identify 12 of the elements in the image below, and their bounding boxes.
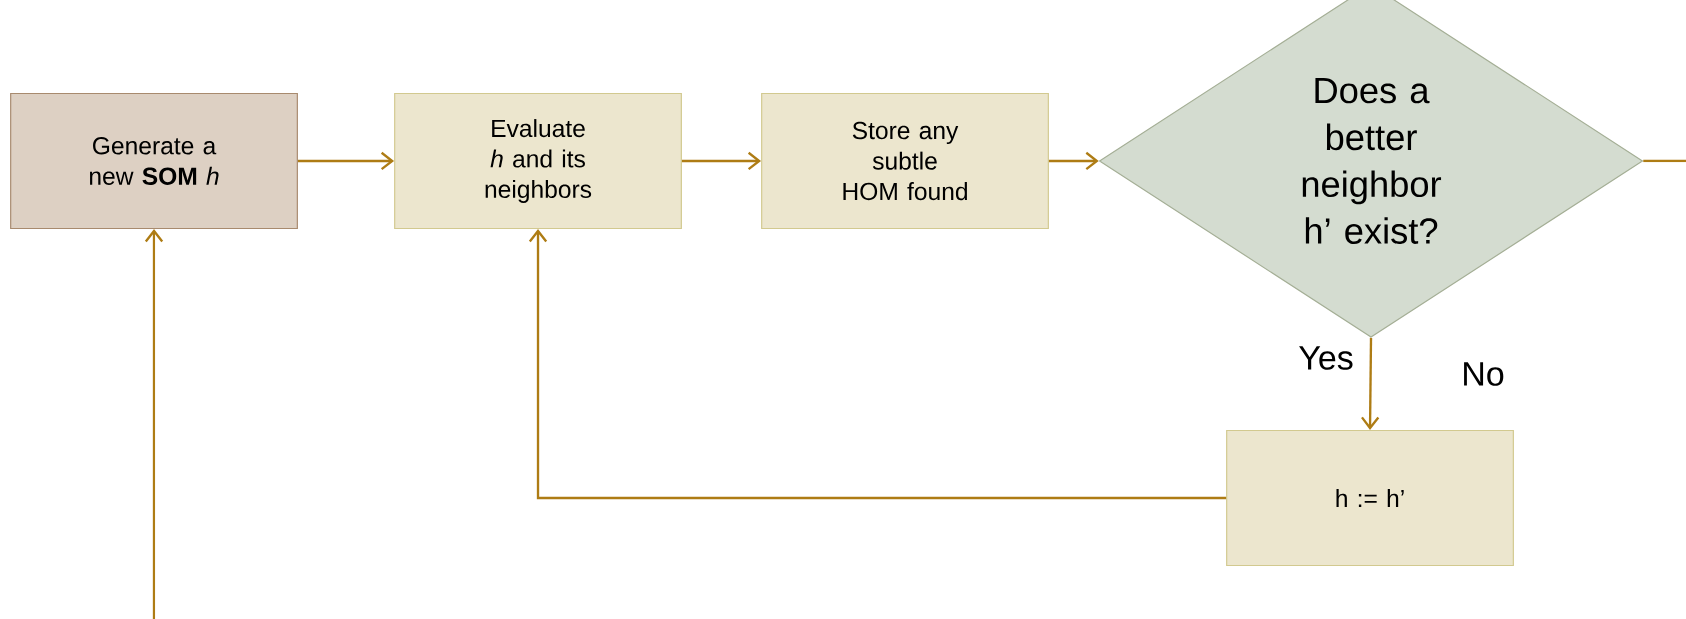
arrow [528,229,1227,500]
process-box: Store any subtle HOM found [761,92,1049,230]
branch-label: No [1464,362,1504,386]
arrow [1048,151,1099,171]
arrow [1361,337,1380,430]
arrow [144,229,164,619]
process-box: Evaluate h and its neighbors [394,92,682,230]
process-box: h := h’ [1226,429,1514,567]
arrow [681,151,762,171]
process-box: Generate a new SOM h [10,92,298,230]
arrow [297,151,395,171]
edge-label: Yes [1295,343,1357,373]
